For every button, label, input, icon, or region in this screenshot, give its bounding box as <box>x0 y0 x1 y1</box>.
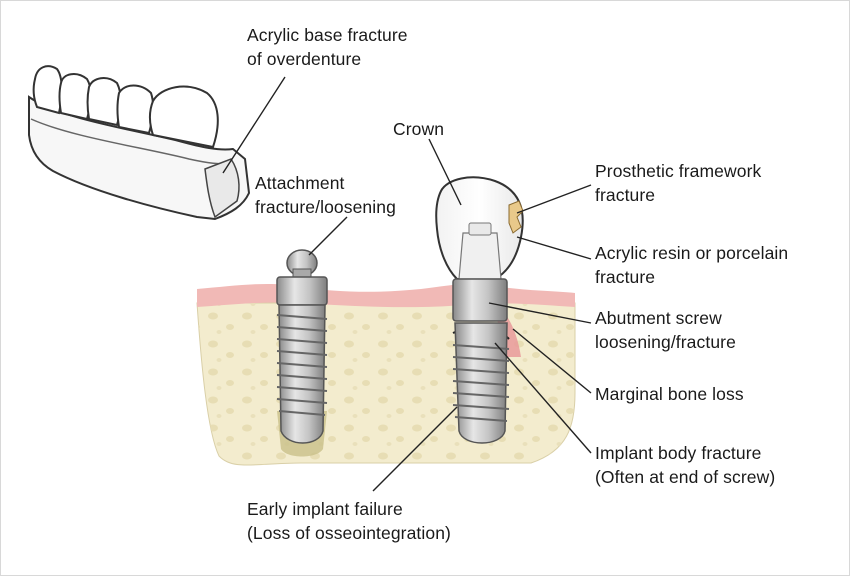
overdenture <box>28 65 251 221</box>
leader-marginal-bone <box>512 328 592 394</box>
label-early-implant-failure: Early implant failure (Loss of osseointe… <box>247 497 451 545</box>
label-implant-body-fracture: Implant body fracture (Often at end of s… <box>595 441 775 489</box>
label-attachment-fracture: Attachment fracture/loosening <box>255 171 396 219</box>
leader-acrylic-resin <box>516 236 592 260</box>
label-line: Acrylic resin or porcelain <box>595 243 789 263</box>
denture-tooth-5 <box>149 85 219 149</box>
label-line: loosening/fracture <box>595 332 736 352</box>
leader-crown <box>428 138 462 206</box>
label-line: Abutment screw <box>595 308 722 328</box>
bone-texture <box>197 303 575 466</box>
label-line: fracture/loosening <box>255 197 396 217</box>
label-line: Marginal bone loss <box>595 384 744 404</box>
label-line: (Loss of osseointegration) <box>247 523 451 543</box>
abutment-inside-crown <box>458 232 502 280</box>
leader-abutment-screw <box>488 302 592 324</box>
label-line: Acrylic base fracture <box>247 25 408 45</box>
leader-lines <box>222 76 592 492</box>
left-implant <box>276 249 328 457</box>
abutment-top <box>468 222 492 236</box>
jaw-section <box>196 283 576 466</box>
right-implant-collar <box>452 278 508 322</box>
denture-tooth-2 <box>58 73 92 121</box>
label-prosthetic-framework-fracture: Prosthetic framework fracture <box>595 159 761 207</box>
porcelain-fracture-chips <box>508 200 524 234</box>
denture-tooth-4 <box>116 84 155 135</box>
leader-prosthetic-framework <box>516 184 592 214</box>
label-line: Implant body fracture <box>595 443 762 463</box>
leader-attachment <box>308 216 348 256</box>
right-implant <box>435 176 524 444</box>
label-line: Crown <box>393 119 445 139</box>
label-line: fracture <box>595 267 656 287</box>
label-line: fracture <box>595 185 656 205</box>
label-line: of overdenture <box>247 49 362 69</box>
label-acrylic-resin-porcelain-fracture: Acrylic resin or porcelain fracture <box>595 241 788 289</box>
leader-early-failure <box>372 406 458 492</box>
leader-implant-body <box>494 342 592 454</box>
denture-fracture-region <box>204 158 240 219</box>
leader-acrylic-base <box>222 76 286 174</box>
left-implant-body <box>278 304 326 444</box>
label-line: Attachment <box>255 173 345 193</box>
label-line: (Often at end of screw) <box>595 467 776 487</box>
label-acrylic-base-fracture: Acrylic base fracture of overdenture <box>247 23 408 71</box>
label-marginal-bone-loss: Marginal bone loss <box>595 382 744 406</box>
label-line: Early implant failure <box>247 499 403 519</box>
denture-tooth-1 <box>32 65 63 115</box>
label-line: Prosthetic framework <box>595 161 762 181</box>
label-abutment-screw: Abutment screw loosening/fracture <box>595 306 736 354</box>
denture-tooth-3 <box>86 77 122 127</box>
left-implant-collar <box>276 276 328 306</box>
label-crown: Crown <box>393 117 444 141</box>
